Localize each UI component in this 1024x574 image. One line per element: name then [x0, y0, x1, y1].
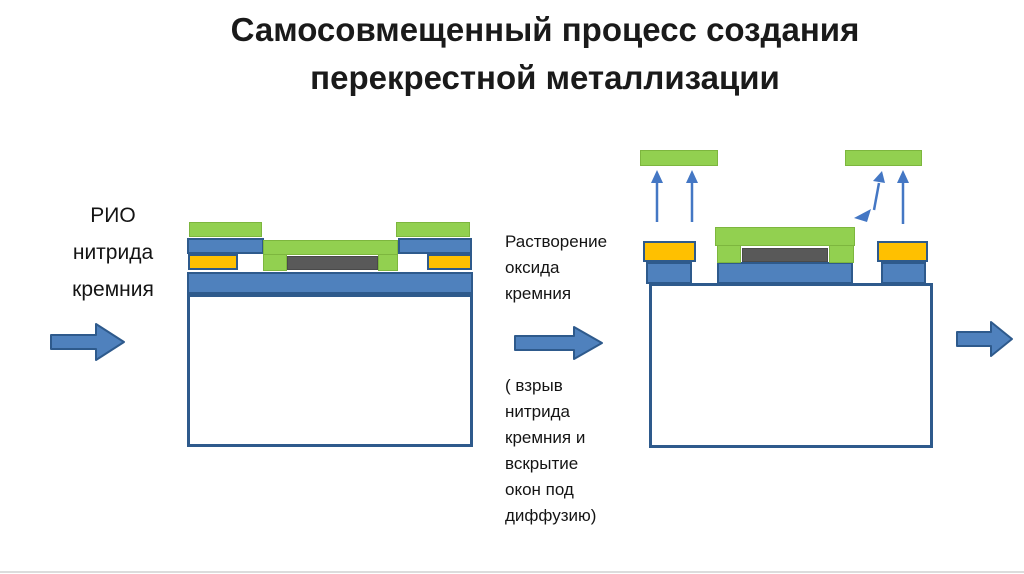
right-orange-contact-2	[877, 241, 928, 262]
process-arrow-left-icon	[50, 323, 125, 361]
lift-off-arrows-icon	[651, 170, 909, 224]
left-green-mask-1	[189, 222, 262, 237]
step2-caption-line3: кремния	[505, 284, 572, 303]
right-green-cap	[715, 227, 855, 246]
step1-label-line3: кремния	[72, 278, 154, 301]
left-green-bridge	[263, 240, 398, 255]
step2-note-line4: вскрытие	[505, 454, 579, 473]
right-lifted-green-1	[640, 150, 718, 166]
step1-label: РИО нитрида кремния	[40, 197, 186, 308]
right-blue-mesa-1	[646, 262, 692, 284]
step2-note-line5: окон под	[505, 480, 574, 499]
left-green-tab-2	[378, 254, 398, 271]
slide-bottom-divider	[0, 571, 1024, 573]
left-orange-contact-1	[188, 254, 238, 270]
step2-note-line2: нитрида	[505, 402, 570, 421]
right-orange-contact-1	[643, 241, 696, 262]
left-blue-mesa-2	[398, 238, 472, 254]
left-substrate	[187, 294, 473, 447]
step2-note-line3: кремния и	[505, 428, 586, 447]
step2-note: ( взрыв нитрида кремния и вскрытие окон …	[505, 373, 625, 529]
slide-title: Самосовмещенный процесс создания перекре…	[65, 6, 1024, 102]
left-metal-line	[287, 256, 378, 270]
left-green-mask-2	[396, 222, 470, 237]
step2-caption: Растворение оксида кремния	[505, 229, 625, 307]
step2-note-line1: ( взрыв	[505, 376, 563, 395]
step1-label-line1: РИО	[90, 204, 136, 227]
left-blue-mesa-1	[187, 238, 264, 254]
slide-title-line2: перекрестной металлизации	[310, 59, 780, 96]
left-oxide-full-layer	[187, 272, 473, 294]
right-blue-base	[717, 262, 853, 284]
process-arrow-right-icon	[956, 321, 1013, 357]
slide-title-line1: Самосовмещенный процесс создания	[230, 11, 860, 48]
step2-caption-line1: Растворение	[505, 232, 608, 251]
right-green-tab-2	[829, 244, 854, 263]
right-substrate	[649, 283, 933, 448]
step1-label-line2: нитрида	[72, 241, 154, 264]
step2-caption-line2: оксида	[505, 258, 560, 277]
right-green-tab-1	[717, 244, 741, 263]
process-arrow-middle-icon	[514, 326, 603, 360]
step2-note-line6: диффузию)	[505, 506, 597, 525]
right-lifted-green-2	[845, 150, 922, 166]
left-orange-contact-2	[427, 254, 472, 270]
left-green-tab-1	[263, 254, 287, 271]
right-blue-mesa-2	[881, 262, 926, 284]
right-metal-line	[742, 248, 828, 262]
